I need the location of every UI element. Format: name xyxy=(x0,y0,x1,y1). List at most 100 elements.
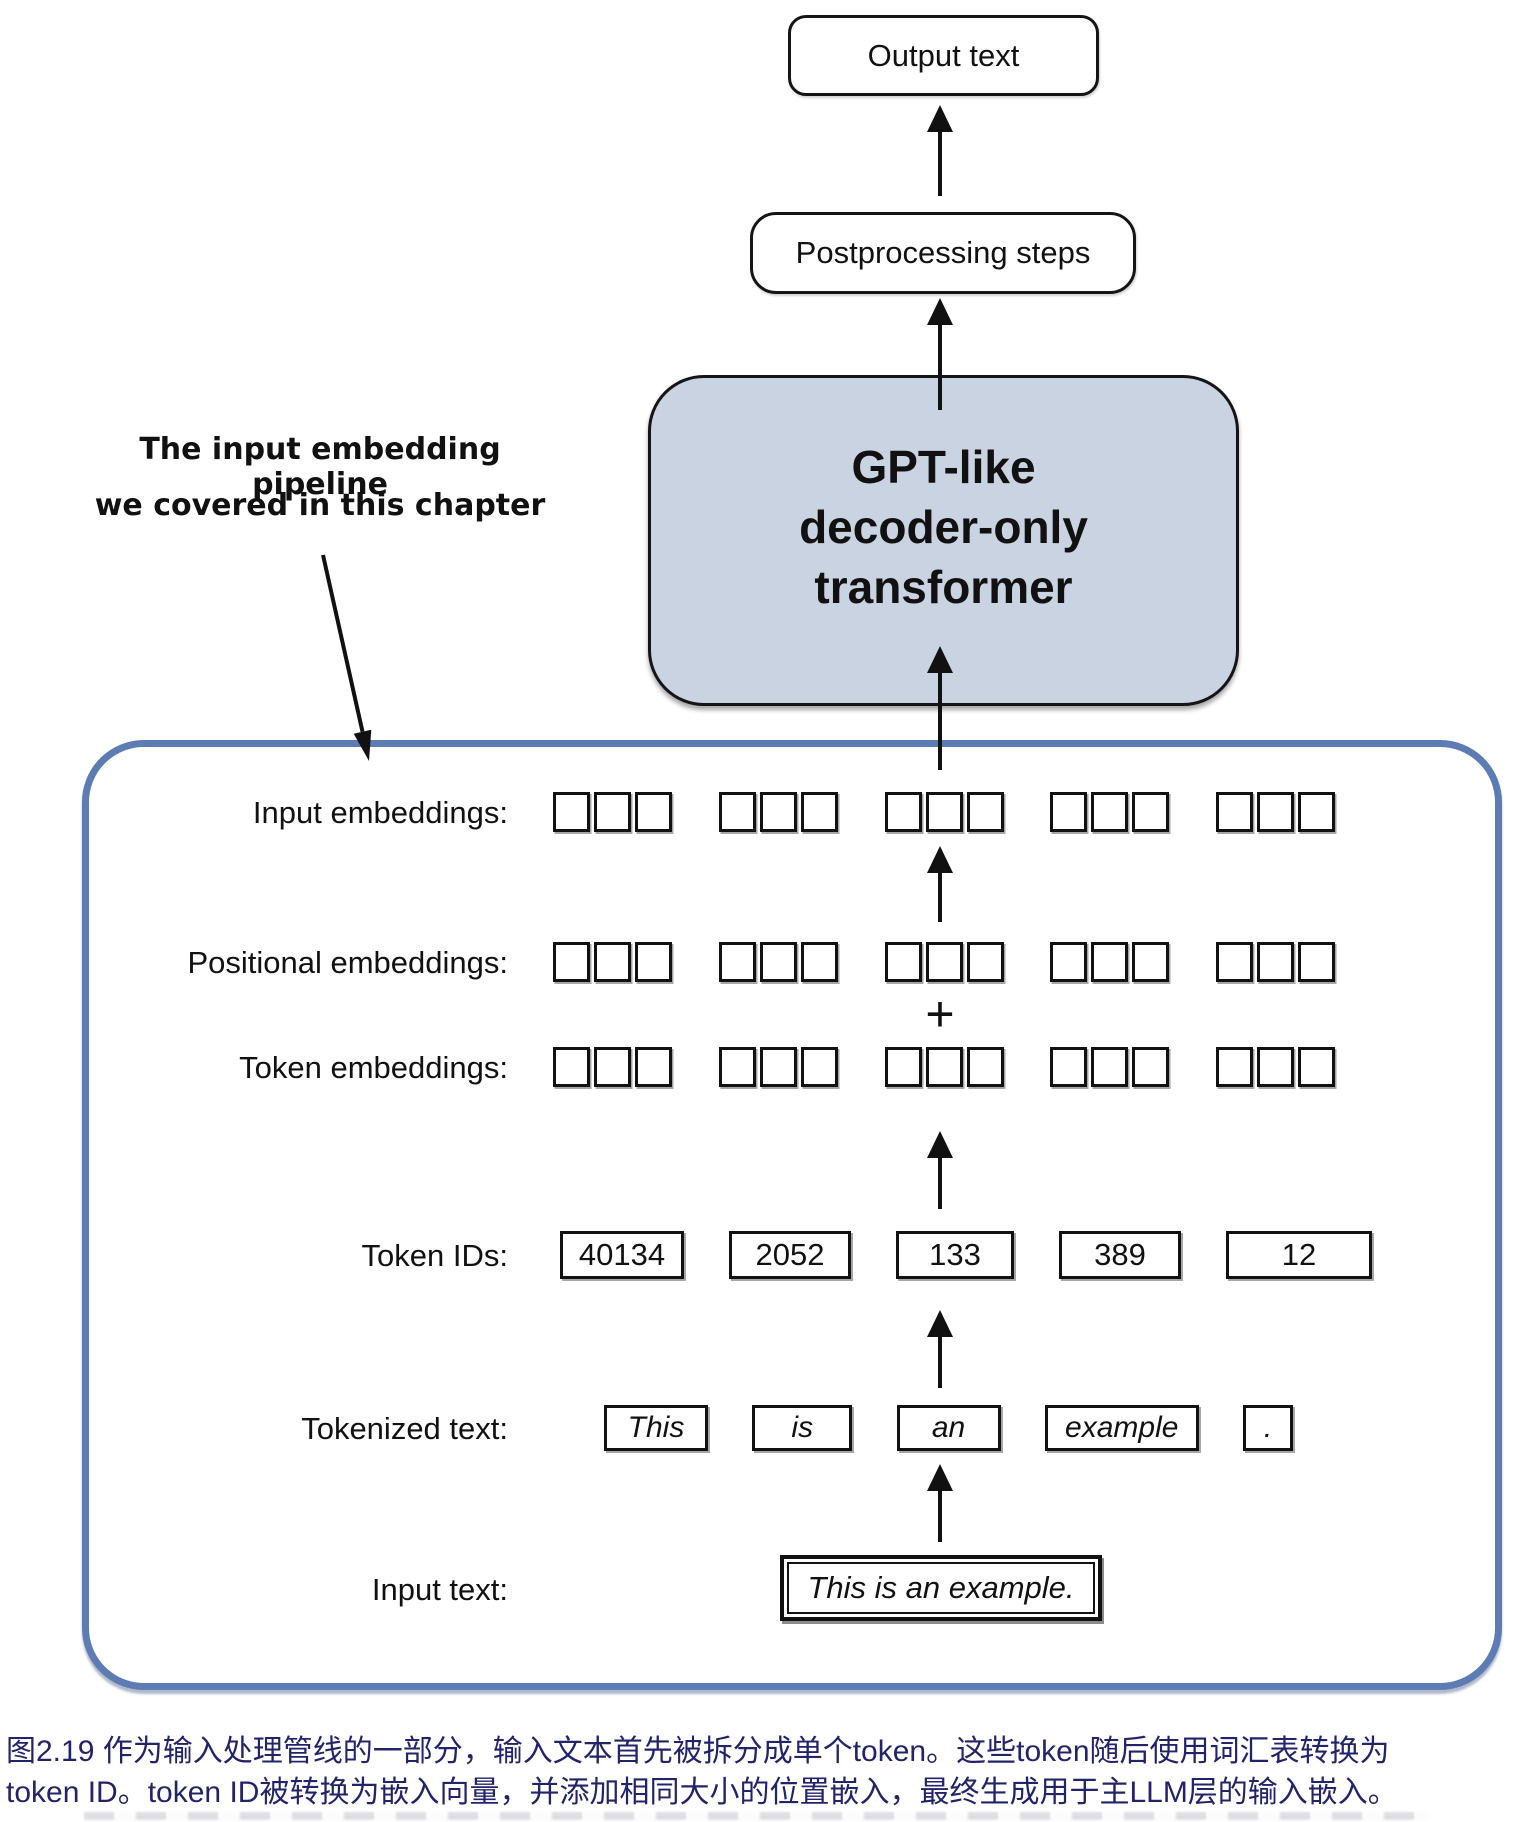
token-id-box: 12 xyxy=(1226,1231,1372,1279)
embedding-vector-group xyxy=(1216,792,1335,832)
embedding-cell xyxy=(925,1047,963,1087)
embedding-cell xyxy=(1050,792,1088,832)
label-input-text: Input text: xyxy=(371,1572,508,1607)
embedding-cell xyxy=(800,792,838,832)
embedding-cell xyxy=(884,792,922,832)
embedding-cell xyxy=(718,1047,756,1087)
label-token-ids: Token IDs: xyxy=(361,1238,508,1273)
embedding-cell xyxy=(594,792,631,832)
token-box: . xyxy=(1243,1405,1293,1451)
embedding-cell xyxy=(553,792,590,832)
embedding-cell xyxy=(966,792,1004,832)
embedding-cell xyxy=(553,1047,590,1087)
token-id-box: 40134 xyxy=(560,1231,684,1279)
embedding-cell xyxy=(759,942,797,982)
embedding-cell xyxy=(718,792,756,832)
token-id-box: 2052 xyxy=(729,1231,851,1279)
embedding-cell xyxy=(1216,792,1253,832)
arrow-postprocessing-to-output xyxy=(938,131,942,196)
label-tokenized-text: Tokenized text: xyxy=(301,1411,508,1446)
embedding-cell xyxy=(925,942,963,982)
embedding-cell xyxy=(966,942,1004,982)
embedding-cell xyxy=(1132,1047,1170,1087)
embedding-pipeline-container xyxy=(82,740,1502,1690)
output-text-box: Output text xyxy=(788,15,1099,96)
token-id-box: 133 xyxy=(896,1231,1014,1279)
embedding-cell xyxy=(759,792,797,832)
label-input-embeddings: Input embeddings: xyxy=(252,795,508,830)
embedding-cell xyxy=(635,942,672,982)
embedding-vector-group xyxy=(553,942,672,982)
embedding-cell xyxy=(1132,792,1170,832)
token-box: is xyxy=(752,1405,853,1451)
figure-caption-line2: token ID。token ID被转换为嵌入向量，并添加相同大小的位置嵌入，最… xyxy=(6,1776,1398,1809)
gpt-box-line3: transformer xyxy=(814,560,1073,613)
embedding-cell xyxy=(1298,1047,1335,1087)
arrow-plus-to-input-embeddings xyxy=(938,872,942,922)
arrow-tokens-to-token-ids xyxy=(938,1336,942,1388)
embedding-vector-group xyxy=(1050,942,1170,982)
embedding-cell xyxy=(1216,942,1253,982)
embedding-cell xyxy=(1216,1047,1253,1087)
embedding-cell xyxy=(635,1047,672,1087)
positional-embeddings-row xyxy=(553,942,1335,982)
embedding-cell xyxy=(759,1047,797,1087)
embedding-vector-group xyxy=(884,1047,1004,1087)
token-ids-row: 40134 2052 133 389 12 xyxy=(560,1231,1372,1279)
embedding-cell xyxy=(553,942,590,982)
embedding-vector-group xyxy=(718,1047,838,1087)
embedding-vector-group xyxy=(553,1047,672,1087)
input-text-value: This is an example. xyxy=(787,1562,1095,1614)
token-box: an xyxy=(896,1405,1001,1451)
postprocessing-box: Postprocessing steps xyxy=(750,212,1136,294)
embedding-vector-group xyxy=(1050,792,1170,832)
embedding-cell xyxy=(1050,942,1088,982)
embedding-cell xyxy=(884,942,922,982)
token-box: This xyxy=(604,1405,708,1451)
embedding-cell xyxy=(925,792,963,832)
annotation-line1: The input embedding pipeline xyxy=(139,432,501,502)
token-embeddings-row xyxy=(553,1047,1335,1087)
arrow-input-text-to-tokens xyxy=(938,1490,942,1542)
embedding-vector-group xyxy=(1216,1047,1335,1087)
cropped-caption-line xyxy=(84,1812,1430,1820)
annotation-arrow xyxy=(321,554,372,761)
embedding-cell xyxy=(800,1047,838,1087)
embedding-vector-group xyxy=(718,792,838,832)
embedding-cell xyxy=(1298,942,1335,982)
embedding-cell xyxy=(1132,942,1170,982)
embedding-vector-group xyxy=(718,942,838,982)
figure-caption-line1: 图2.19 作为输入处理管线的一部分，输入文本首先被拆分成单个token。这些t… xyxy=(6,1735,1390,1768)
embedding-cell xyxy=(1091,792,1129,832)
embedding-cell xyxy=(1050,1047,1088,1087)
input-text-box: This is an example. xyxy=(780,1555,1102,1621)
embedding-vector-group xyxy=(884,792,1004,832)
embedding-cell xyxy=(594,942,631,982)
label-positional-embeddings: Positional embeddings: xyxy=(187,945,508,980)
embedding-cell xyxy=(594,1047,631,1087)
embedding-cell xyxy=(884,1047,922,1087)
token-id-box: 389 xyxy=(1059,1231,1181,1279)
plus-sign: + xyxy=(925,986,955,1042)
embedding-cell xyxy=(966,1047,1004,1087)
token-box: example xyxy=(1044,1405,1199,1451)
embedding-cell xyxy=(1091,1047,1129,1087)
embedding-cell xyxy=(1091,942,1129,982)
embedding-cell xyxy=(1298,792,1335,832)
gpt-box-line1: GPT-like xyxy=(851,440,1036,493)
embedding-vector-group xyxy=(1216,942,1335,982)
arrow-token-ids-to-embeddings xyxy=(938,1157,942,1209)
embedding-vector-group xyxy=(1050,1047,1170,1087)
annotation-line2: we covered in this chapter xyxy=(94,488,546,523)
gpt-box-line2: decoder-only xyxy=(799,500,1088,553)
embedding-cell xyxy=(1257,942,1294,982)
embedding-cell xyxy=(1257,1047,1294,1087)
embedding-vector-group xyxy=(553,792,672,832)
embedding-vector-group xyxy=(884,942,1004,982)
embedding-cell xyxy=(800,942,838,982)
embedding-cell xyxy=(1257,792,1294,832)
input-embeddings-row xyxy=(553,792,1335,832)
arrow-gpt-to-postprocessing xyxy=(938,324,942,410)
label-token-embeddings: Token embeddings: xyxy=(239,1050,508,1085)
